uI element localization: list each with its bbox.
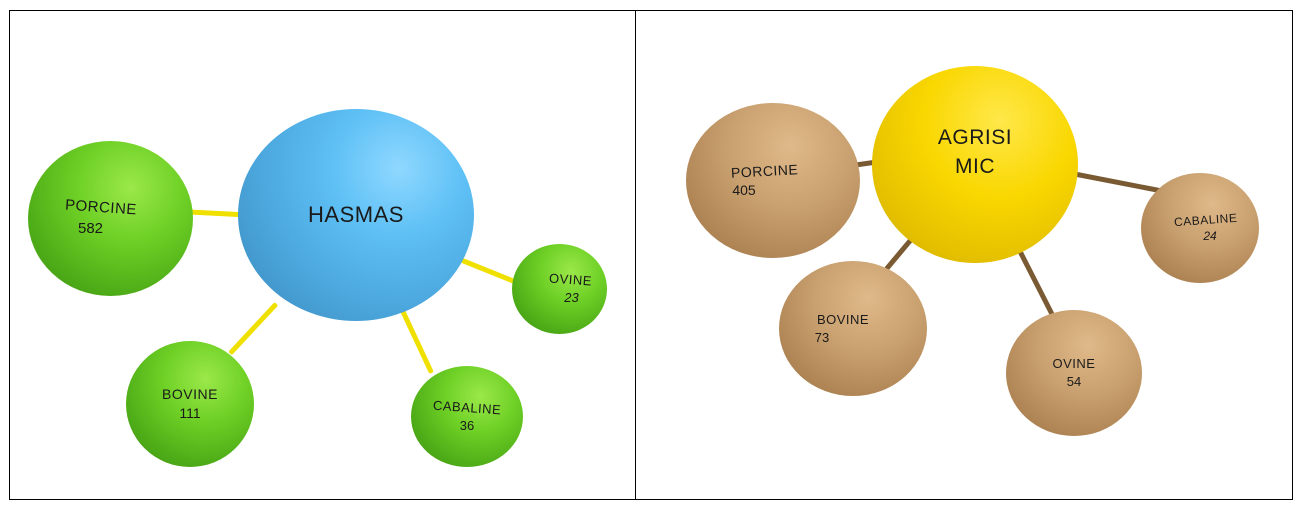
node-value: 405 bbox=[732, 181, 756, 198]
edge-hasmas-cabaline bbox=[399, 308, 434, 374]
node-value: 36 bbox=[459, 417, 475, 433]
node-value: 582 bbox=[77, 219, 104, 237]
node-center-hasmas: HASMAS bbox=[238, 109, 474, 321]
node-ovine: OVINE 23 bbox=[512, 244, 607, 334]
node-cabaline: CABALINE 36 bbox=[411, 366, 523, 467]
diagram-hasmas: PORCINE 582 BOVINE 111 CABALINE 36 OVINE… bbox=[10, 11, 635, 499]
node-label: CABALINE bbox=[432, 397, 502, 418]
node-label: BOVINE bbox=[162, 386, 218, 403]
node-bovine: BOVINE 73 bbox=[779, 261, 927, 396]
node-value: 54 bbox=[1066, 374, 1082, 389]
node-label: BOVINE bbox=[816, 311, 870, 327]
center-label-line2: MIC bbox=[955, 154, 995, 178]
node-label: OVINE bbox=[1052, 356, 1096, 372]
node-label: PORCINE bbox=[730, 160, 799, 181]
node-porcine: PORCINE 405 bbox=[686, 103, 860, 258]
node-label: PORCINE bbox=[64, 196, 137, 219]
node-center-agrisimic: AGRISI MIC bbox=[872, 66, 1078, 263]
edge-hasmas-bovine bbox=[228, 302, 279, 356]
edge-agrisimic-ovine bbox=[1013, 242, 1055, 316]
diagram-agrisimic: PORCINE 405 BOVINE 73 OVINE 54 CABALINE … bbox=[636, 11, 1292, 499]
node-value: 111 bbox=[179, 405, 201, 421]
node-ovine: OVINE 54 bbox=[1006, 310, 1142, 436]
node-porcine: PORCINE 582 bbox=[28, 141, 193, 296]
node-value: 24 bbox=[1203, 229, 1217, 243]
node-value: 23 bbox=[564, 290, 579, 305]
node-cabaline: CABALINE 24 bbox=[1141, 173, 1259, 283]
center-label: HASMAS bbox=[308, 202, 404, 228]
table-frame bbox=[9, 10, 1293, 500]
node-label: CABALINE bbox=[1173, 210, 1239, 230]
node-bovine: BOVINE 111 bbox=[126, 341, 254, 467]
node-label: OVINE bbox=[548, 270, 593, 289]
node-value: 73 bbox=[814, 329, 830, 345]
table-divider bbox=[635, 10, 636, 500]
center-label-line1: AGRISI bbox=[937, 126, 1013, 150]
